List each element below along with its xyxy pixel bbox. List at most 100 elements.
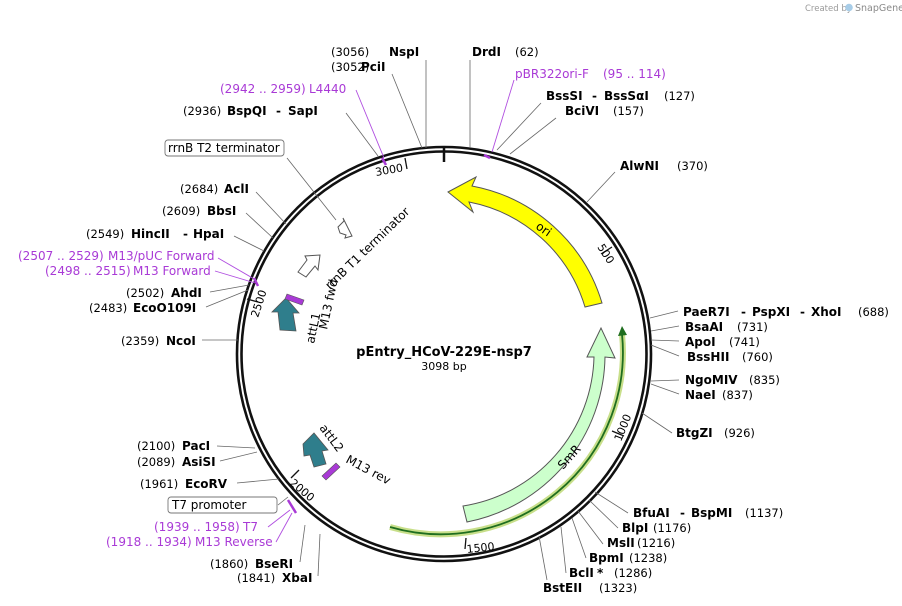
- site-name2-pspxi[interactable]: PspXI: [752, 305, 790, 319]
- attl2-feature[interactable]: [302, 432, 329, 468]
- site-name-bcli[interactable]: BclI: [569, 566, 594, 580]
- site-name-blpi[interactable]: BlpI: [622, 521, 648, 535]
- leader-ecorv: [236, 478, 280, 484]
- leader-ngomiv: [650, 379, 680, 382]
- site-star-bcli: *: [597, 566, 604, 580]
- site-name-asisi[interactable]: AsiSI: [182, 455, 216, 469]
- site-name-bcivi[interactable]: BciVI: [565, 104, 599, 118]
- site-pos-ahdi: (2502): [126, 286, 164, 300]
- site-name-bsssi[interactable]: BssSI: [546, 89, 583, 103]
- snapgene-credit: Created by SnapGene: [805, 3, 902, 14]
- site-name-pcii[interactable]: PciI: [361, 60, 386, 74]
- site-name-btgzi[interactable]: BtgZI: [676, 426, 713, 440]
- site-pos-xbai: (1841): [237, 571, 275, 585]
- smr-feature[interactable]: [462, 326, 616, 523]
- primer-name-m13forward[interactable]: M13 Forward: [133, 264, 211, 278]
- site-pos-msli: (1216): [637, 536, 675, 550]
- tick-label-1000: 1000: [612, 412, 635, 443]
- smr-selection-line: [389, 333, 624, 536]
- site-name2-bsssai[interactable]: BssSαI: [604, 89, 649, 103]
- site-name-acli[interactable]: AclI: [224, 182, 249, 196]
- site-name-bspqi[interactable]: BspQI: [227, 104, 267, 118]
- site-name-hincii[interactable]: HincII: [131, 227, 170, 241]
- leader-m13reverse: [275, 512, 293, 543]
- m13-rev-primer-feature[interactable]: [321, 462, 341, 481]
- primer-range-m13reverse: (1918 .. 1934): [106, 535, 192, 549]
- site-name-ngomiv[interactable]: NgoMIV: [685, 373, 738, 387]
- leader-t7: [267, 509, 291, 528]
- site-name-bsaai[interactable]: BsaAI: [685, 320, 723, 334]
- primer-name-m13puc[interactable]: M13/pUC Forward: [108, 249, 215, 263]
- rrnb-t2-label-box: [164, 139, 285, 157]
- site-name-paer7i[interactable]: PaeR7I: [683, 305, 730, 319]
- site-pos-drdi: (62): [515, 45, 539, 59]
- leader-paer7i: [649, 310, 679, 319]
- rrnb-t2-terminator-feature[interactable]: [337, 217, 353, 239]
- site-name-bseri[interactable]: BseRI: [255, 557, 293, 571]
- primer-range-t7: (1939 .. 1958): [154, 520, 240, 534]
- leader-bsteii: [538, 535, 548, 581]
- ori-feature[interactable]: [447, 175, 603, 308]
- m13-fwd-primer-feature[interactable]: [284, 293, 305, 306]
- primer-name-m13reverse[interactable]: M13 Reverse: [195, 535, 273, 549]
- site-name-ecorv[interactable]: EcoRV: [185, 477, 228, 491]
- site-name-alwni[interactable]: AlwNI: [620, 159, 659, 173]
- rrnb-t2-label[interactable]: rrnB T2 terminator: [168, 141, 280, 155]
- site-name-bfuai[interactable]: BfuAI: [633, 506, 670, 520]
- site-name-ahdi[interactable]: AhdI: [171, 286, 202, 300]
- site-name3-xhoi[interactable]: XhoI: [811, 305, 842, 319]
- t7-promoter-label[interactable]: T7 promoter: [171, 498, 247, 512]
- leader-hincii: [233, 235, 265, 252]
- site-pos-paci: (2100): [137, 439, 175, 453]
- leader-acli: [255, 191, 287, 225]
- site-name2-bspmi[interactable]: BspMI: [691, 506, 732, 520]
- t7-promoter-label-box: [167, 496, 278, 514]
- leader-bpmi: [571, 517, 587, 559]
- site-name-drdi[interactable]: DrdI: [472, 45, 501, 59]
- attl1-feature[interactable]: [271, 297, 300, 332]
- primer-name-pbr322ori[interactable]: pBR322ori-F: [515, 67, 589, 81]
- site-pos-bpmi: (1238): [629, 551, 667, 565]
- site-name-bsshii[interactable]: BssHII: [687, 350, 729, 364]
- rrnb-t1-terminator-feature[interactable]: [297, 254, 321, 278]
- leader-bsssi: [496, 102, 542, 151]
- primer-range-pbr322ori: (95 .. 114): [603, 67, 666, 81]
- site-name-bsteii[interactable]: BstEII: [543, 581, 582, 595]
- site-pos-bspqi: (2936): [183, 104, 221, 118]
- primer-range-m13puc: (2507 .. 2529): [18, 249, 104, 263]
- site-name-bbsi[interactable]: BbsI: [207, 204, 236, 218]
- smr-selection-arrowhead: [618, 326, 627, 336]
- site-pos-naei: (837): [722, 388, 753, 402]
- site-pos-bsaai: (731): [737, 320, 768, 334]
- site-name-ncoi[interactable]: NcoI: [166, 334, 196, 348]
- site-name-paci[interactable]: PacI: [182, 439, 210, 453]
- leader-t7promoter: [277, 496, 289, 506]
- site-name-xbai[interactable]: XbaI: [282, 571, 312, 585]
- t7-primer-mark: [286, 499, 298, 514]
- tick-label-3000: 3000: [374, 161, 404, 179]
- site-name-ecoo109i[interactable]: EcoO109I: [133, 301, 196, 315]
- leader-naei: [650, 383, 680, 395]
- restriction-site-labels: (3056) NspI (3052) PciI (2942 .. 2959) L…: [18, 45, 889, 595]
- site-sep-hincii: -: [183, 227, 188, 241]
- site-pos-alwni: (370): [677, 159, 708, 173]
- tick-label-1500: 1500: [466, 540, 495, 556]
- leader-bcli: [560, 526, 567, 574]
- site-name-msli[interactable]: MslI: [607, 536, 635, 550]
- leader-bsaai: [650, 325, 680, 332]
- l4440-primer-mark: [380, 157, 388, 166]
- site-name-naei[interactable]: NaeI: [685, 388, 716, 402]
- site-name-nspi[interactable]: NspI: [389, 45, 419, 59]
- primer-name-l4440[interactable]: L4440: [309, 82, 346, 96]
- leader-m13fwdprimer: [214, 270, 256, 284]
- site-name-apoi[interactable]: ApoI: [685, 335, 716, 349]
- site-name2-sapi[interactable]: SapI: [288, 104, 318, 118]
- site-sep-bspqi: -: [276, 104, 281, 118]
- leader-m13puc: [217, 257, 257, 281]
- site-name2-hpai[interactable]: HpaI: [193, 227, 224, 241]
- site-name-bpmi[interactable]: BpmI: [589, 551, 624, 565]
- site-pos-btgzi: (926): [724, 426, 755, 440]
- site-sep-paer7i: -: [741, 305, 746, 319]
- primer-name-t7[interactable]: T7: [242, 520, 258, 534]
- m13-rev-label: M13 rev: [344, 452, 393, 487]
